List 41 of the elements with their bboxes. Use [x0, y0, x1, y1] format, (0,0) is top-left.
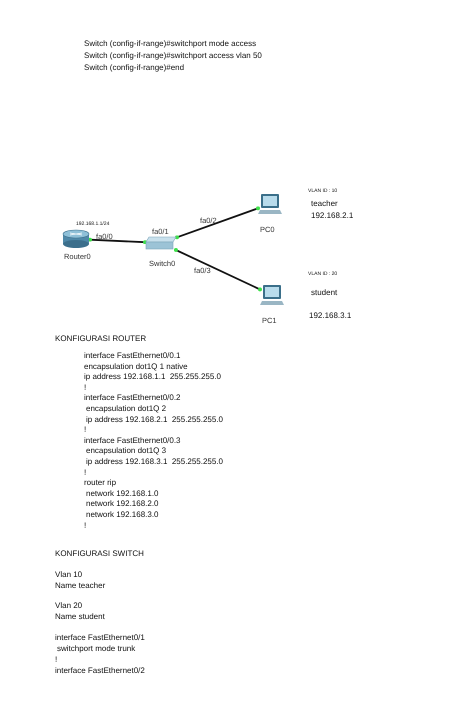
config-line: ip address 192.168.1.1 255.255.255.0	[84, 372, 221, 382]
config-line: router rip	[84, 478, 116, 488]
config-line: switchport mode trunk	[57, 644, 136, 654]
config-line: network 192.168.1.0	[86, 488, 158, 499]
config-line: encapsulation dot1Q 3	[86, 446, 166, 456]
config-line: Vlan 20	[55, 601, 82, 611]
config-line: ip address 192.168.2.1 255.255.255.0	[86, 414, 223, 425]
computer-icon	[258, 193, 282, 215]
config-line: Switch (config-if-range)#switchport access vlan 50	[84, 51, 262, 61]
config-line: ip address 192.168.3.1 255.255.255.0	[86, 457, 223, 467]
network-cable	[175, 206, 260, 240]
config-line: network 192.168.2.0	[86, 499, 158, 510]
ip-address: 192.168.2.1	[311, 211, 354, 221]
separator-mark: !	[84, 468, 86, 478]
config-line: encapsulation dot1Q 2	[86, 404, 166, 414]
router-icon	[62, 229, 90, 249]
config-line: interface FastEthernet0/0.2	[84, 393, 180, 404]
separator-mark: !	[55, 655, 58, 665]
network-cable	[88, 238, 147, 244]
separator-mark: !	[84, 520, 86, 531]
config-line: encapsulation dot1Q 1 native	[84, 362, 188, 372]
config-line: interface FastEthernet0/2	[55, 666, 145, 676]
vlan-name: teacher	[311, 199, 338, 209]
config-line: interface FastEthernet0/1	[55, 633, 145, 643]
switch-icon	[145, 236, 177, 250]
config-line: interface FastEthernet0/0.1	[84, 351, 180, 361]
network-cable	[174, 248, 262, 292]
section-heading: KONFIGURASI SWITCH	[55, 549, 144, 559]
vlan-name: student	[311, 288, 338, 298]
computer-icon	[260, 284, 284, 306]
config-line: interface FastEthernet0/0.3	[84, 436, 180, 446]
separator-mark: !	[84, 382, 86, 393]
section-heading: KONFIGURASI ROUTER	[55, 334, 146, 344]
config-line: Name teacher	[55, 581, 106, 591]
config-line: network 192.168.3.0	[86, 510, 158, 520]
config-line: Switch (config-if-range)#end	[84, 63, 184, 73]
config-line: Switch (config-if-range)#switchport mode access	[84, 39, 256, 49]
separator-mark: !	[84, 425, 86, 436]
config-line: Name student	[55, 612, 105, 622]
ip-address: 192.168.3.1	[309, 311, 352, 321]
config-line: Vlan 10	[55, 570, 82, 580]
